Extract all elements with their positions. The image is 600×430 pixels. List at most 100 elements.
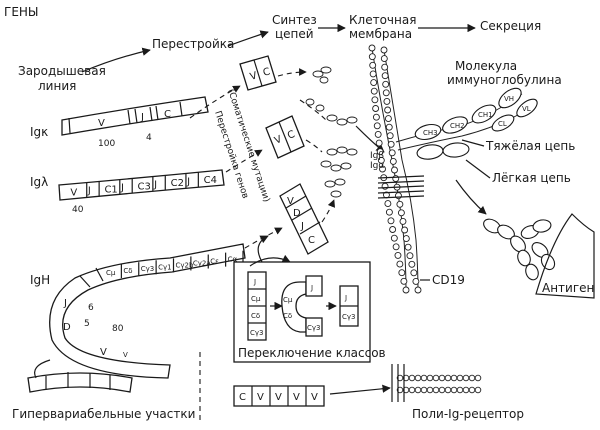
igh-segment-d: D [63, 322, 71, 333]
igb-label: Igβ [370, 151, 384, 161]
arrow-transcript-2 [299, 99, 327, 121]
igl-segment-7: J [186, 176, 190, 187]
membrane-bead [382, 80, 390, 88]
igk-segment-j: J [140, 112, 144, 123]
hypervariable-link [34, 359, 51, 379]
poly-ig-bead [414, 374, 422, 382]
poly-ig-bead [468, 386, 476, 394]
poly-ig-bead [432, 374, 440, 382]
igk-v-count: 100 [98, 139, 115, 149]
igl-gene-strip [58, 169, 225, 201]
poly-ig-bead [474, 386, 482, 394]
igl-segment-1: J [87, 186, 91, 197]
poly-ig-bead [468, 374, 476, 382]
igh-constant-segment-7: Cα [228, 256, 238, 264]
membrane-bead [414, 286, 422, 294]
igh-constant-segment-3: Cγ1 [158, 263, 171, 271]
poly-ig-segment-v2: V [275, 392, 282, 403]
membrane-bead [368, 44, 376, 52]
poly-ig-segment-c: C [239, 392, 246, 403]
membrane-bead [381, 182, 389, 190]
poly-ig-gene [233, 385, 325, 407]
membrane-bead [391, 166, 398, 174]
switch-loop-cmu: Cμ [283, 296, 293, 304]
poly-ig-bead [462, 386, 470, 394]
membrane-line [377, 195, 425, 199]
igl-segment-3: J [120, 182, 124, 193]
membrane-bead [370, 79, 378, 87]
rearranged-vc-2-c: C [286, 129, 297, 142]
membrane-bead [377, 156, 385, 164]
class-switch-right-column [339, 285, 359, 327]
membrane-bead [402, 286, 410, 294]
igh-constant-segment-5: Cγ2a [193, 259, 211, 267]
igk-gene-strip [61, 96, 209, 136]
membrane-bead [380, 55, 388, 63]
membrane-bead [385, 208, 393, 216]
class-switch-arrow [249, 254, 291, 267]
igh-constant-segment-1: Cδ [123, 267, 132, 275]
poly-ig-bead [432, 386, 440, 394]
membrane-bead [396, 200, 404, 208]
immunoglobulin-molecule [395, 87, 538, 160]
membrane-bead [385, 123, 393, 131]
switch-left-cmu: Cμ [251, 295, 261, 303]
membrane-bead [397, 209, 405, 217]
molecule-label-line1: Молекула [455, 59, 517, 73]
poly-ig-bead [420, 386, 428, 394]
poly-ig-bead [414, 386, 422, 394]
membrane-bead [402, 235, 410, 243]
secretion-label: Секреция [480, 19, 541, 33]
arrow-transcript-3 [305, 139, 323, 153]
heavy-chain-pointer [461, 139, 485, 147]
cell-membrane-label-line1: Клеточная [349, 13, 416, 27]
igl-label: Igλ [30, 175, 48, 189]
class-switch-to-gene-arrow [257, 235, 269, 263]
poly-ig-bead [420, 374, 428, 382]
igh-gene-strip [49, 243, 246, 379]
igh-segment-j: J [63, 298, 67, 309]
cd19-label: CD19 [432, 273, 465, 287]
membrane-bead [401, 226, 409, 234]
membrane-bead [370, 87, 378, 95]
genes-label: ГЕНЫ [4, 5, 39, 19]
rearranged-vdjc-v: V [287, 196, 294, 207]
igh-label: IgH [30, 273, 50, 287]
rearranged-vdjc-c: C [308, 235, 315, 246]
membrane-bead [408, 260, 416, 268]
arrow-to-membrane [355, 125, 385, 153]
membrane-bead [373, 122, 381, 130]
iga-label: Igα [370, 161, 384, 171]
rearranged-vdjc-d: D [293, 208, 301, 219]
membrane-bead [390, 234, 398, 242]
class-switch-label: Переключение классов [238, 346, 386, 360]
igh-constant-segment-2: Cγ3 [141, 265, 154, 273]
arrow-rearrangement-to-synthesis [227, 30, 269, 47]
igl-segment-6: C2 [171, 178, 184, 189]
molecule-label-line2: иммуноглобулина [447, 73, 562, 87]
membrane-bead [369, 61, 377, 69]
rearrangement-label: Перестройка [152, 37, 234, 51]
igh-constant-segment-4: Cγ2b [176, 261, 194, 269]
switch-left-j: J [253, 278, 256, 286]
membrane-bead [379, 165, 386, 173]
igl-segment-2: C1 [104, 184, 117, 195]
arrow-igl-rearrange [225, 149, 263, 173]
arrow-to-antigen [455, 179, 487, 215]
igl-segment-0: V [70, 188, 77, 199]
igh-d-count: 5 [84, 319, 90, 329]
chain-synthesis-squiggles [305, 66, 358, 198]
igl-segment-4: C3 [138, 181, 151, 192]
hypervariable-strip [27, 372, 133, 393]
membrane-bead [372, 105, 380, 112]
membrane-bead [406, 252, 414, 260]
igk-segment-c: C [164, 109, 171, 120]
hypervariable-label: Гипервариабельные участки [12, 407, 195, 421]
arrow-poly-ig [329, 384, 391, 395]
igk-j-count: 4 [146, 133, 152, 143]
membrane-bead [386, 132, 394, 140]
rearranged-vc-2 [265, 115, 305, 159]
igl-segment-8: C4 [204, 175, 217, 186]
